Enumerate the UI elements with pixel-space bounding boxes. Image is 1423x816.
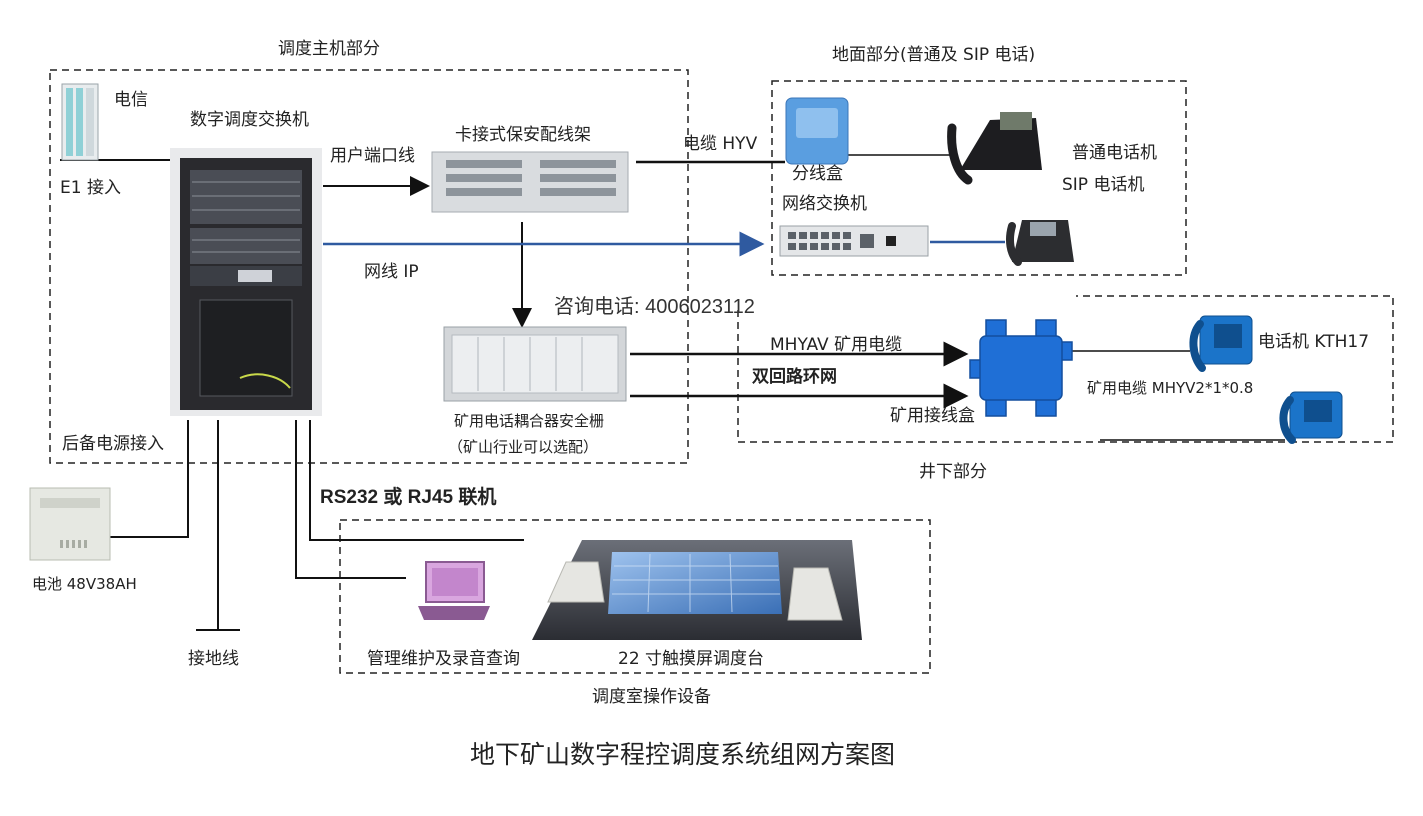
host-section-box: [49, 69, 689, 464]
sip-phone-icon: [1006, 220, 1074, 266]
pc-line: [295, 420, 406, 579]
net-ip-label: 网线 IP: [364, 262, 419, 282]
section-boxes: [49, 69, 1394, 674]
mine-junction-box-icon: [969, 319, 1073, 417]
maintenance-label: 管理维护及录音查询: [367, 649, 520, 669]
battery-line: [110, 420, 189, 538]
control-room-section-box: [339, 519, 931, 674]
telecom-label: 电信: [114, 90, 148, 110]
backup-power-label: 后备电源接入: [62, 434, 164, 454]
host-section-label: 调度主机部分: [278, 39, 380, 59]
hotline-label: 咨询电话: 4006023112: [554, 296, 755, 318]
ground-wire-label: 接地线: [188, 649, 239, 669]
console-handset-left-icon: [547, 561, 605, 603]
control-room-section-label: 调度室操作设备: [592, 687, 711, 707]
ordinary-phone-label: 普通电话机: [1072, 143, 1157, 163]
battery-icon: [29, 487, 111, 561]
coupler-icon: [443, 326, 627, 402]
coupler-label-2: （矿山行业可以选配）: [448, 438, 599, 456]
telecom-cabinet-icon: [61, 83, 99, 161]
connection-lines: [60, 154, 1285, 631]
mine-cable-label: 矿用电缆 MHYV2*1*0.8: [1087, 379, 1254, 397]
ground-section-label: 地面部分(普通及 SIP 电话): [832, 45, 1036, 65]
rs232-line: [309, 420, 524, 541]
underground-section-box: [737, 295, 1394, 443]
mine-phone-2-icon: [1279, 391, 1343, 444]
dual-loop-label: 双回路环网: [752, 367, 837, 386]
ordinary-phone-icon: [947, 112, 1042, 185]
mine-phone-kth17-icon: [1189, 315, 1253, 372]
junction-box-label: 分线盒: [792, 164, 843, 184]
sip-phone-label: SIP 电话机: [1062, 175, 1145, 195]
mhyav-label: MHYAV 矿用电缆: [770, 335, 903, 355]
ground-section-box: [771, 80, 1187, 276]
pc-icon: [418, 561, 490, 620]
console-icon: [532, 540, 862, 640]
phone-kth17-label: 电话机 KTH17: [1258, 332, 1370, 352]
battery-label: 电池 48V38AH: [32, 575, 137, 593]
rs232-label: RS232 或 RJ45 联机: [320, 487, 497, 508]
coupler-label-1: 矿用电话耦合器安全栅: [454, 412, 605, 430]
mine-junction-label: 矿用接线盒: [890, 406, 975, 426]
distribution-frame-icon: [431, 151, 629, 213]
console-handset-right-icon: [787, 567, 843, 621]
e1-label: E1 接入: [60, 178, 121, 198]
cable-hyv-label: 电缆 HYV: [683, 134, 758, 154]
underground-section-label: 井下部分: [919, 462, 987, 482]
network-switch-icon: [779, 225, 929, 257]
distribution-frame-label: 卡接式保安配线架: [455, 125, 591, 145]
user-port-label: 用户端口线: [330, 146, 415, 166]
ground-junction-box-icon: [785, 97, 849, 165]
console-label: 22 寸触摸屏调度台: [618, 649, 765, 669]
network-switch-label: 网络交换机: [782, 194, 867, 214]
switch-rack-icon: [170, 148, 322, 416]
switch-label: 数字调度交换机: [190, 110, 309, 130]
network-lines: [323, 231, 1005, 257]
diagram-title: 地下矿山数字程控调度系统组网方案图: [470, 740, 896, 769]
